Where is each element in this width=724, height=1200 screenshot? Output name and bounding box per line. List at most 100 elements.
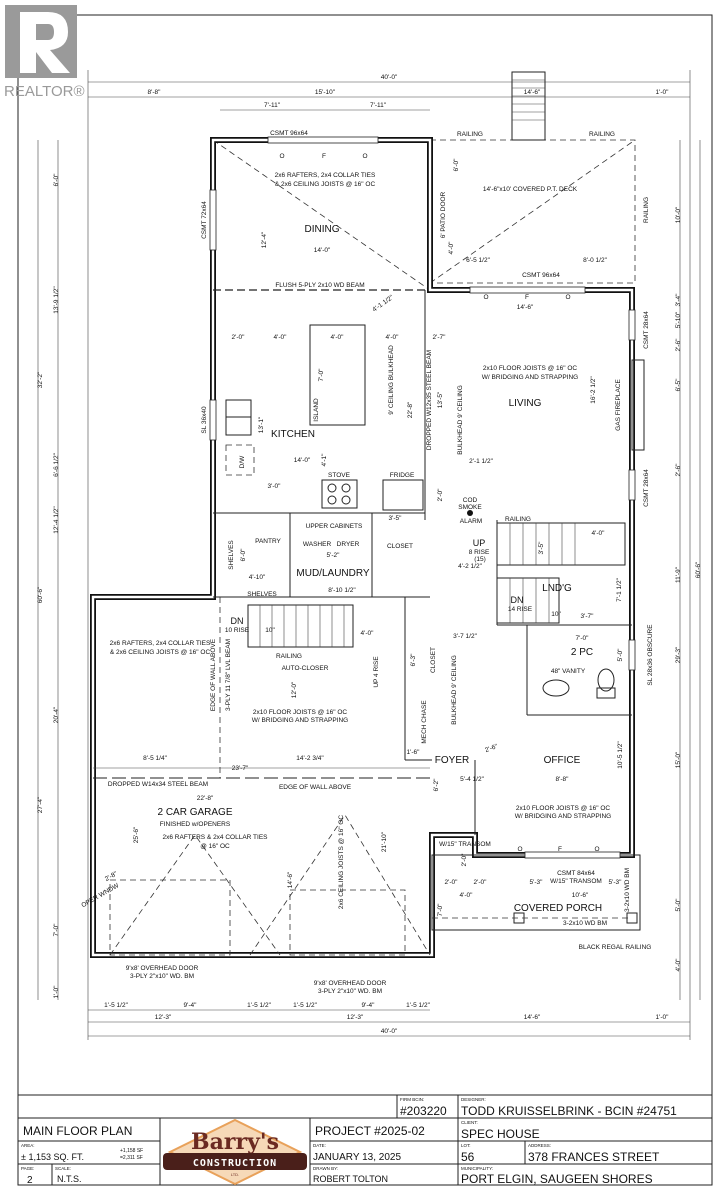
drawn-by: ROBERT TOLTON <box>313 1174 388 1184</box>
room-deck: 14'-6"x10' COVERED P.T. DECK <box>483 186 578 193</box>
dimension-label: 2'-7" <box>433 334 447 341</box>
note: 3-2x10 WD BM <box>624 868 631 912</box>
dimension-label: 4'-1 1/2" <box>371 294 395 314</box>
sink <box>542 679 570 697</box>
dimension-label: 7'-11" <box>370 102 387 109</box>
window-mark: O <box>565 294 570 301</box>
municipality: PORT ELGIN, SAUGEEN SHORES <box>461 1172 653 1186</box>
note: 3-PLY 11 7/8" LVL BEAM <box>225 639 232 711</box>
logo-ltd: LTD. <box>231 1172 239 1177</box>
note: 2x6 RAFTERS, 2x4 COLLAR TIES <box>110 640 211 647</box>
dimension-label: 2'-0" <box>445 879 459 886</box>
client: SPEC HOUSE <box>461 1127 540 1141</box>
address-label: ADDRESS: <box>528 1143 551 1148</box>
title-block: FIRM BCIN: #203220 DESIGNER: TODD KRUISS… <box>17 1094 713 1186</box>
note: BULKHEAD 9' CEILING <box>457 385 464 455</box>
note: AUTO-CLOSER <box>282 665 329 672</box>
window-mark: O <box>362 153 367 160</box>
dimension-label: 5'-0" <box>675 898 682 912</box>
note: DROPPED W12x35 STEEL BEAM <box>426 350 433 450</box>
room-pantry: PANTRY <box>255 538 281 545</box>
dimension-label: 3'-5" <box>389 515 403 522</box>
dimension-label: 2'-0" <box>437 488 444 502</box>
dishwasher <box>225 444 255 476</box>
note: (15) <box>474 556 486 563</box>
firm-bcin: #203220 <box>400 1104 447 1118</box>
room-office: OFFICE <box>544 755 581 766</box>
shelves-label: SHELVES <box>247 591 277 598</box>
garage-subtitle: FINISHED w/OPENERS <box>160 821 231 828</box>
page-label: PAGE: <box>21 1166 34 1171</box>
dimension-label: 7'-1 1/2" <box>616 577 623 601</box>
dimension-label: 1'-5 1/2" <box>104 1002 128 1009</box>
dimension-label: 6'-6 1/2" <box>53 452 60 476</box>
stove <box>321 479 358 509</box>
note: ALARM <box>460 518 482 525</box>
dimension-label: 7'-0" <box>576 635 590 642</box>
dimension-label: 14'-0" <box>314 247 331 254</box>
note: & 2x6 CEILING JOISTS @ 16" OC <box>275 181 376 188</box>
dimension-label: 2'-0" <box>232 334 246 341</box>
dimension-label: 8'-0 1/2" <box>583 257 607 264</box>
dimension-label: 7'-0" <box>318 368 325 382</box>
note: 9' CEILING BULKHEAD <box>388 345 395 415</box>
note: & 2x6 CEILING JOISTS @ 16" OC <box>110 649 211 656</box>
note: 8 RISE <box>469 549 490 556</box>
window-label: CSMT 28x64 <box>643 469 650 507</box>
drawn-by-label: DRAWN BY: <box>313 1166 338 1171</box>
window-mark: F <box>558 846 562 853</box>
window-mark: O <box>517 846 522 853</box>
stove-label: STOVE <box>328 472 351 479</box>
dimension-label: 60'-6" <box>37 586 44 603</box>
dimension-label: 5'-4 1/2" <box>460 776 484 783</box>
note: RAILING <box>457 131 483 138</box>
note: W/ BRIDGING AND STRAPPING <box>482 374 578 381</box>
deck-stairs <box>511 71 546 141</box>
room-landing: LND'G <box>542 583 572 594</box>
dimension-label: 5'-3" <box>609 879 623 886</box>
dimension-label: 23'-7" <box>232 765 249 772</box>
client-label: CLIENT: <box>461 1120 478 1125</box>
dimension-label: 2'-6" <box>484 743 499 754</box>
dimension-label: 29'-3" <box>675 646 682 663</box>
kitchen-island <box>309 324 366 426</box>
dryer-label: DRYER <box>337 541 360 548</box>
dimension-label: 2'-0" <box>474 879 488 886</box>
dimension-label: 3'-4" <box>675 293 682 307</box>
room-labels: DINING KITCHEN LIVING PANTRY MUD/LAUNDRY… <box>157 186 622 914</box>
dimension-label: 40'-0" <box>381 1028 398 1035</box>
dimension-label: 1'-5 1/2" <box>406 1002 430 1009</box>
dimension-label: 2'-8" <box>104 870 119 883</box>
room-dining: DINING <box>305 224 340 235</box>
dimension-label: 6'-5 1/2" <box>466 257 490 264</box>
note: 2x6 RAFTERS, 2x4 COLLAR TIES <box>275 172 376 179</box>
note: EDGE OF WALL ABOVE <box>279 784 352 791</box>
note: SMOKE <box>458 504 482 511</box>
dimension-label: 12'-4" <box>261 231 268 248</box>
dimension-label: 1'-0" <box>53 985 60 999</box>
area-extra: +1,158 SF <box>120 1148 143 1154</box>
dimension-label: 5'-0" <box>617 648 624 662</box>
dimension-label: 6'-0" <box>53 173 60 187</box>
note: EDGE OF WALL ABOVE <box>210 638 217 711</box>
stairs-garage <box>247 604 354 648</box>
dimension-label: 4'-10" <box>249 574 266 581</box>
note: RAILING <box>589 131 615 138</box>
dimension-label: 20'-4" <box>53 706 60 723</box>
window-label: SL 36x40 <box>201 406 208 434</box>
note: 2x10 FLOOR JOISTS @ 16" OC <box>483 365 577 372</box>
dimension-label: 4'-0" <box>274 334 288 341</box>
dimension-label: 6'-5" <box>675 378 682 392</box>
garage-door-left <box>109 879 231 956</box>
dimension-label: 9'-4" <box>362 1002 376 1009</box>
page-number: 2 <box>27 1175 33 1186</box>
window-label: CSMT 72x64 <box>201 201 208 239</box>
window-mark: F <box>525 294 529 301</box>
dimension-label: 7'-11" <box>264 102 281 109</box>
realtor-logo: REALTOR® <box>4 5 85 100</box>
dimension-label: 1'-6" <box>407 749 421 756</box>
dimension-label: 4'-0" <box>331 334 345 341</box>
dimension-label: 14'-2 3/4" <box>296 755 324 762</box>
note: FLUSH 5-PLY 2x10 WD BEAM <box>275 282 364 289</box>
